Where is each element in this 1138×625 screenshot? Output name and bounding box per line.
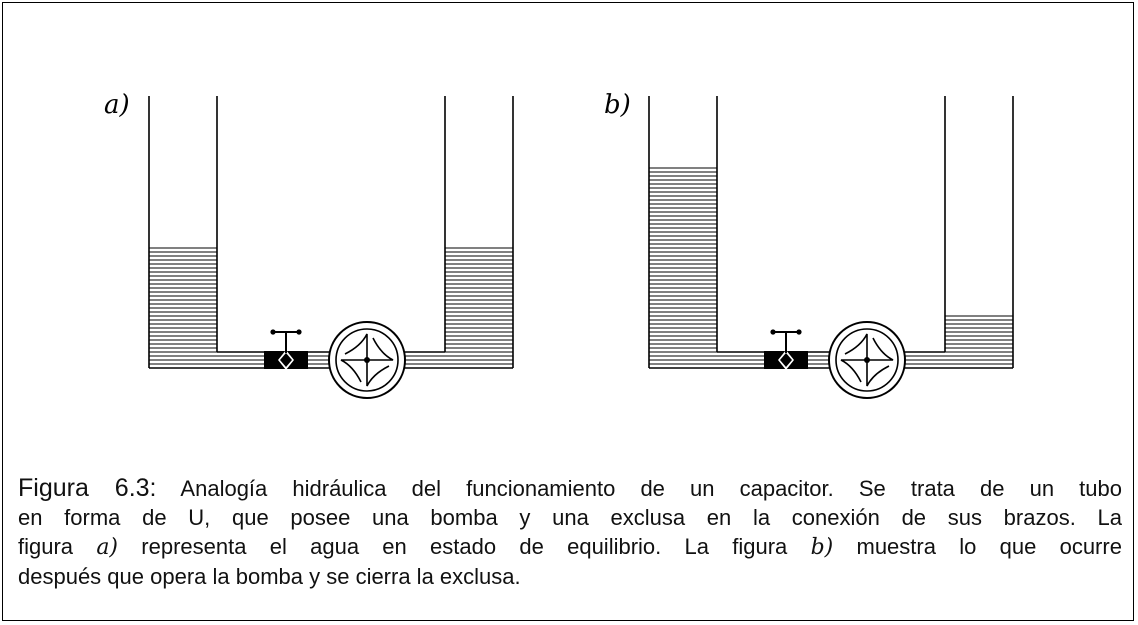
figure-caption: Figura 6.3: Analogía hidráulica del func… (18, 474, 1122, 591)
right-arm-water (945, 315, 1013, 369)
valve-handle-knob (270, 329, 276, 335)
caption-line-1-text: Analogía hidráulica del funcionamiento d… (180, 476, 1122, 501)
pump-vane (367, 337, 394, 361)
pump-vane (366, 360, 390, 387)
pump-vane (340, 359, 367, 383)
left-arm-water (149, 247, 217, 369)
figure-canvas (148, 96, 1014, 399)
valve-handle-knob (296, 329, 302, 335)
panel-a-label: a) (104, 90, 130, 120)
sluice-valve (264, 329, 308, 370)
pump (328, 321, 406, 399)
valve-handle-knob (770, 329, 776, 335)
caption-line-3-post: muestra lo que ocurre (856, 534, 1122, 559)
panel-a-diagram (148, 96, 514, 399)
left-arm-water (649, 167, 717, 369)
caption-ref-b: b) (810, 535, 834, 560)
pump-inner-ring (835, 328, 899, 392)
pump-hub (364, 357, 370, 363)
valve-handle-knob (796, 329, 802, 335)
pump-vane (867, 337, 894, 361)
panel-b-diagram (648, 96, 1014, 399)
pump-vane (844, 333, 868, 360)
pump-vane (344, 333, 368, 360)
caption-line-1: Figura 6.3: Analogía hidráulica del func… (18, 474, 1122, 503)
caption-line-4: después que opera la bomba y se cierra l… (18, 564, 521, 589)
pump-vane (866, 360, 890, 387)
caption-line-3-mid: representa el agua en estado de equilibr… (141, 534, 788, 559)
pump-inner-ring (335, 328, 399, 392)
caption-ref-a: a) (96, 535, 119, 560)
caption-line-2: en forma de U, que posee una bomba y una… (18, 505, 1122, 530)
pump-vane (840, 359, 867, 383)
pump-hub (864, 357, 870, 363)
sluice-valve (764, 329, 808, 370)
caption-line-3: figura a) representa el agua en estado d… (18, 532, 1122, 562)
valve-core (780, 353, 792, 367)
right-arm-water (445, 247, 513, 369)
pump (828, 321, 906, 399)
caption-figure-number: Figura 6.3: (18, 474, 157, 502)
valve-core (280, 353, 292, 367)
caption-line-3-pre: figura (18, 534, 74, 559)
panel-b-label: b) (604, 90, 631, 120)
